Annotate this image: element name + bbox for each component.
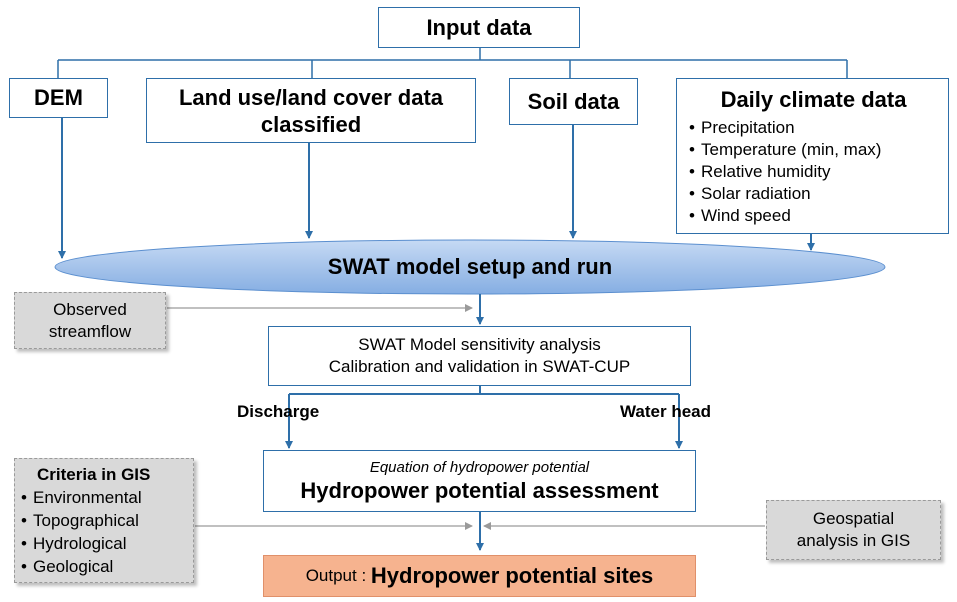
criteria-item: Geological <box>21 555 193 578</box>
climate-box: Daily climate data Precipitation Tempera… <box>676 78 949 234</box>
input-data-title: Input data <box>426 14 532 40</box>
dem-label: DEM <box>34 85 83 110</box>
discharge-label: Discharge <box>237 402 320 421</box>
criteria-list: Environmental Topographical Hydrological… <box>21 486 193 578</box>
soil-label: Soil data <box>527 88 620 114</box>
climate-item: Relative humidity <box>689 161 938 183</box>
criteria-item: Environmental <box>21 486 193 509</box>
geospatial-line2: analysis in GIS <box>796 531 911 550</box>
landuse-line1: Land use/land cover data <box>178 84 444 110</box>
swat-ellipse <box>54 239 886 295</box>
climate-item: Precipitation <box>689 117 938 139</box>
climate-item: Temperature (min, max) <box>689 139 938 161</box>
observed-line1: Observed <box>53 299 127 319</box>
swat-label: SWAT model setup and run <box>327 254 613 279</box>
landuse-box: Land use/land cover data classified <box>146 78 476 143</box>
output-title: Hydropower potential sites <box>370 563 654 588</box>
sensitivity-line2: Calibration and validation in SWAT-CUP <box>328 357 631 376</box>
hydropower-assessment-box: Equation of hydropower potential Hydropo… <box>263 450 696 512</box>
climate-title: Daily climate data <box>720 87 907 112</box>
climate-item: Wind speed <box>689 205 938 227</box>
sensitivity-line1: SWAT Model sensitivity analysis <box>358 335 601 354</box>
input-data-box: Input data <box>378 7 580 48</box>
input-to-swat-arrows <box>58 118 815 259</box>
dem-box: DEM <box>9 78 108 118</box>
sensitivity-box: SWAT Model sensitivity analysis Calibrat… <box>268 326 691 386</box>
observed-line2: streamflow <box>48 321 132 341</box>
landuse-line2: classified <box>260 111 362 137</box>
output-box: Output : Hydropower potential sites <box>263 555 696 597</box>
criteria-title: Criteria in GIS <box>37 465 151 484</box>
criteria-item: Topographical <box>21 509 193 532</box>
assessment-title: Hydropower potential assessment <box>300 477 659 503</box>
climate-list: Precipitation Temperature (min, max) Rel… <box>689 117 938 227</box>
input-fanout-lines <box>57 48 848 78</box>
geospatial-line1: Geospatial <box>812 509 895 528</box>
equation-subtitle: Equation of hydropower potential <box>369 458 590 476</box>
criteria-gis-box: Criteria in GIS Environmental Topographi… <box>14 458 194 583</box>
sensitivity-outputs <box>285 386 683 449</box>
water-head-label: Water head <box>620 402 712 421</box>
observed-streamflow-box: Observed streamflow <box>14 292 166 349</box>
output-prefix: Output : <box>305 566 371 585</box>
criteria-item: Hydrological <box>21 532 193 555</box>
soil-box: Soil data <box>509 78 638 125</box>
climate-item: Solar radiation <box>689 183 938 205</box>
geospatial-box: Geospatial analysis in GIS <box>766 500 941 560</box>
